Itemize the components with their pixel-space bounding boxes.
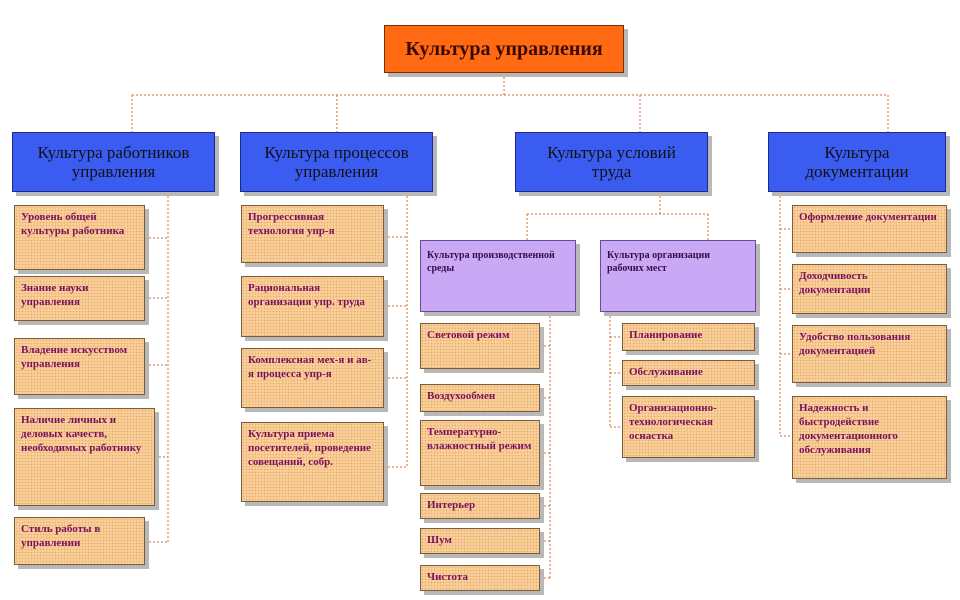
header-workers: Культура работников управления bbox=[12, 132, 215, 192]
leaf-doc-clarity: Доходчивость документации bbox=[792, 264, 947, 314]
header-documentation: Культура документации bbox=[768, 132, 946, 192]
root-node: Культура управления bbox=[384, 25, 624, 73]
leaf-servicing: Обслуживание bbox=[622, 360, 755, 386]
leaf-planning: Планирование bbox=[622, 323, 755, 351]
header-conditions: Культура условий труда bbox=[515, 132, 708, 192]
leaf-noise: Шум bbox=[420, 528, 540, 554]
leaf-management-science: Знание науки управления bbox=[14, 276, 145, 321]
leaf-doc-reliability: Надежность и быстродействие документацио… bbox=[792, 396, 947, 479]
subgroup-production-environment: Культура производственной среды bbox=[420, 240, 576, 312]
leaf-cleanliness: Чистота bbox=[420, 565, 540, 591]
leaf-automation: Комплексная мех-я и ав-я процесса упр-я bbox=[241, 348, 384, 408]
leaf-rational-organization: Рациональная организация упр. труда bbox=[241, 276, 384, 337]
leaf-progressive-technology: Прогрессивная технология упр-я bbox=[241, 205, 384, 263]
leaf-general-culture: Уровень общей культуры работника bbox=[14, 205, 145, 270]
header-processes: Культура процессов управления bbox=[240, 132, 433, 192]
leaf-doc-formatting: Оформление документации bbox=[792, 205, 947, 253]
leaf-management-art: Владение искусством управления bbox=[14, 338, 145, 395]
leaf-personal-qualities: Наличие личных и деловых качеств, необхо… bbox=[14, 408, 155, 506]
subgroup-workplace-organization: Культура организации рабочих мест bbox=[600, 240, 756, 312]
leaf-air-exchange: Воздухообмен bbox=[420, 384, 540, 412]
leaf-interior: Интерьер bbox=[420, 493, 540, 519]
leaf-doc-usability: Удобство пользования документацией bbox=[792, 325, 947, 383]
leaf-work-style: Стиль работы в управлении bbox=[14, 517, 145, 565]
leaf-visitors-meetings: Культура приема посетителей, проведение … bbox=[241, 422, 384, 502]
leaf-temperature-humidity: Температурно-влажностный режим bbox=[420, 420, 540, 486]
leaf-lighting: Световой режим bbox=[420, 323, 540, 369]
leaf-org-tech-equipment: Организационно-технологическая оснастка bbox=[622, 396, 755, 458]
